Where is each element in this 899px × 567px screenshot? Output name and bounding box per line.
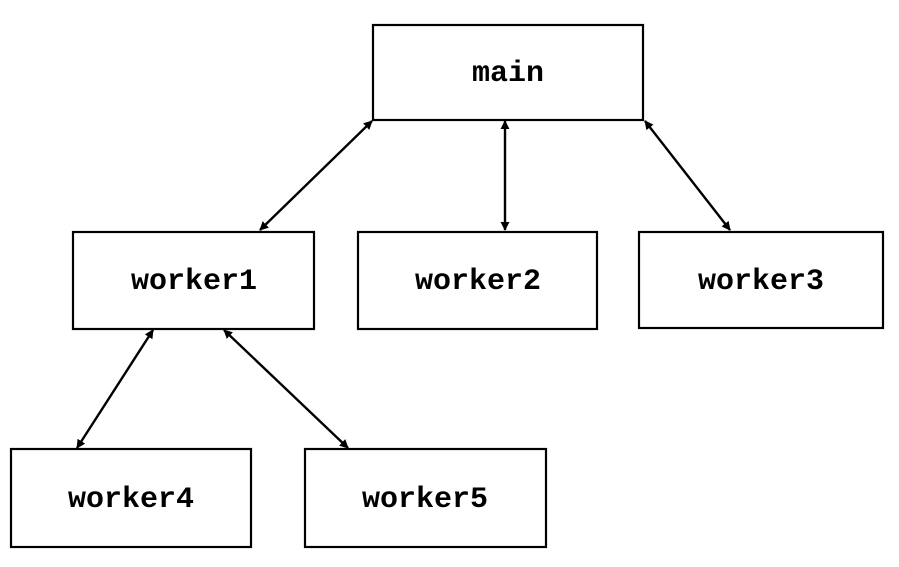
edges <box>75 120 731 449</box>
node-worker3: worker3 <box>637 230 885 330</box>
node-worker1-box <box>71 230 316 331</box>
node-worker3-label: worker3 <box>698 265 824 299</box>
edge-main-worker3 <box>644 120 731 231</box>
edge-worker1-worker5 <box>223 329 349 449</box>
node-worker2-box <box>356 230 599 331</box>
node-main: main <box>371 23 645 122</box>
node-worker5-label: worker5 <box>362 483 488 517</box>
node-worker4-box <box>9 447 253 549</box>
node-worker3-box <box>637 230 885 330</box>
node-main-label: main <box>472 57 544 91</box>
node-worker1-label: worker1 <box>131 265 257 299</box>
edge-worker1-worker4 <box>75 329 155 449</box>
node-worker4-label: worker4 <box>68 483 194 517</box>
node-main-box <box>371 23 645 122</box>
node-worker2-label: worker2 <box>415 265 541 299</box>
edge-main-worker1 <box>259 120 373 231</box>
node-worker1: worker1 <box>71 230 316 331</box>
node-worker5: worker5 <box>303 447 548 549</box>
node-worker4: worker4 <box>9 447 253 549</box>
node-worker2: worker2 <box>356 230 599 331</box>
node-worker5-box <box>303 447 548 549</box>
